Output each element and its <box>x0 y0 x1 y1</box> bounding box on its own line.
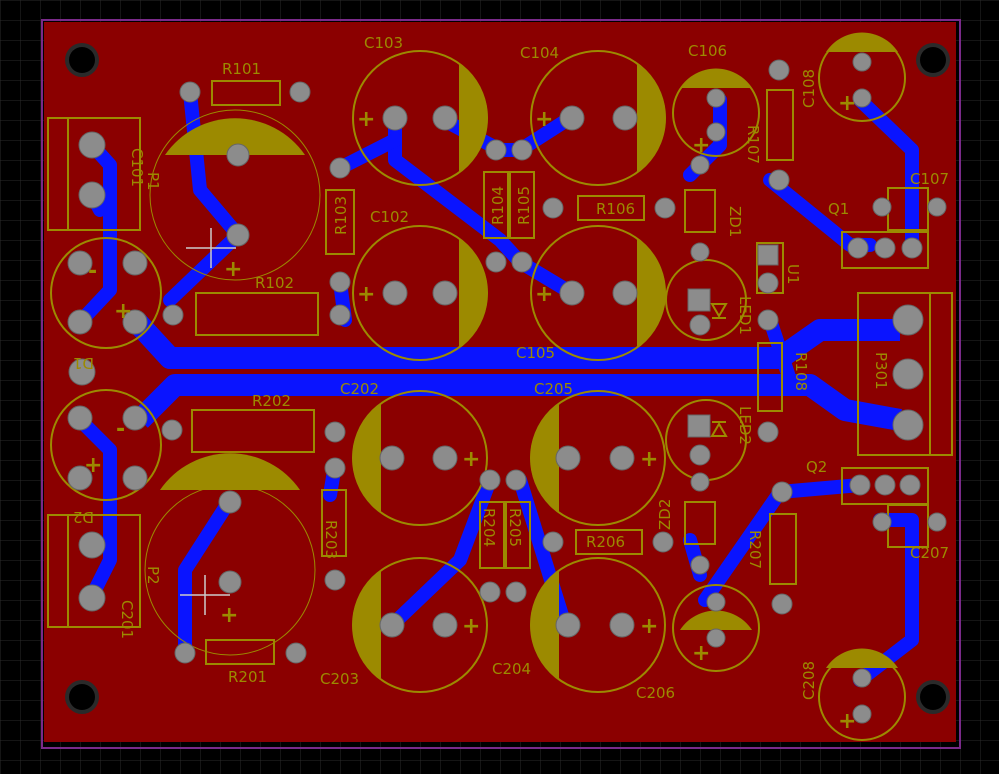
label-c206: C206 <box>636 684 675 702</box>
label-r203: R203 <box>322 520 340 559</box>
plus-mark: + <box>692 641 710 666</box>
led-symbol-icons <box>710 303 728 437</box>
label-c103: C103 <box>364 34 403 52</box>
label-d2: D2 <box>73 508 94 526</box>
label-r103: R103 <box>332 196 350 235</box>
label-c205: C205 <box>534 380 573 398</box>
power-buses <box>126 312 902 431</box>
label-u1: U1 <box>784 264 802 285</box>
label-p2: P2 <box>144 566 162 585</box>
minus-mark: - <box>88 259 97 284</box>
label-led2: LED2 <box>736 406 754 445</box>
plus-mark: + <box>640 447 658 472</box>
plus-mark: + <box>84 453 102 478</box>
label-zd1: ZD1 <box>726 206 744 237</box>
label-led1: LED1 <box>736 296 754 335</box>
label-p1: P1 <box>144 172 162 191</box>
board-outline <box>41 19 961 749</box>
mounting-holes <box>65 43 950 714</box>
square-pads[interactable] <box>687 244 779 438</box>
plus-mark: + <box>535 282 553 307</box>
plus-mark: + <box>535 107 553 132</box>
label-zd2: ZD2 <box>656 499 674 530</box>
label-c204: C204 <box>492 660 531 678</box>
plus-mark: + <box>640 614 658 639</box>
label-p301: P301 <box>872 352 890 390</box>
label-q2: Q2 <box>806 458 827 476</box>
label-c107: C107 <box>910 170 949 188</box>
label-r201: R201 <box>228 668 267 686</box>
label-c108: C108 <box>800 69 818 108</box>
label-r107: R107 <box>744 125 762 164</box>
label-r101: R101 <box>222 60 261 78</box>
label-q1: Q1 <box>828 200 849 218</box>
plus-mark: + <box>357 107 375 132</box>
label-r204: R204 <box>480 508 498 547</box>
plus-mark: + <box>357 282 375 307</box>
label-r206: R206 <box>586 533 625 551</box>
label-c201: C201 <box>118 600 136 639</box>
crosshair-icon <box>180 228 236 615</box>
cap-polarity-bands <box>160 32 898 680</box>
label-c105: C105 <box>516 344 555 362</box>
label-c207: C207 <box>910 544 949 562</box>
label-r202: R202 <box>252 392 291 410</box>
label-c106: C106 <box>688 42 727 60</box>
plus-mark: + <box>224 257 242 282</box>
label-d1: D1 <box>73 354 94 372</box>
label-c101: C101 <box>128 148 146 187</box>
label-c104: C104 <box>520 44 559 62</box>
label-c203: C203 <box>320 670 359 688</box>
label-r207: R207 <box>746 530 764 569</box>
minus-mark: - <box>116 417 125 442</box>
label-r205: R205 <box>506 508 524 547</box>
plus-mark: + <box>838 709 856 734</box>
label-c202: C202 <box>340 380 379 398</box>
component-pads[interactable] <box>67 52 947 724</box>
plus-mark: + <box>114 299 132 324</box>
label-r105: R105 <box>515 186 533 225</box>
label-r104: R104 <box>489 186 507 225</box>
label-c102: C102 <box>370 208 409 226</box>
label-r102: R102 <box>255 274 294 292</box>
plus-mark: + <box>838 91 856 116</box>
label-c208: C208 <box>800 661 818 700</box>
plus-mark: + <box>692 133 710 158</box>
plus-mark: + <box>462 447 480 472</box>
label-r108: R108 <box>792 352 810 391</box>
plus-mark: + <box>220 603 238 628</box>
plus-mark: + <box>462 614 480 639</box>
label-r106: R106 <box>596 200 635 218</box>
